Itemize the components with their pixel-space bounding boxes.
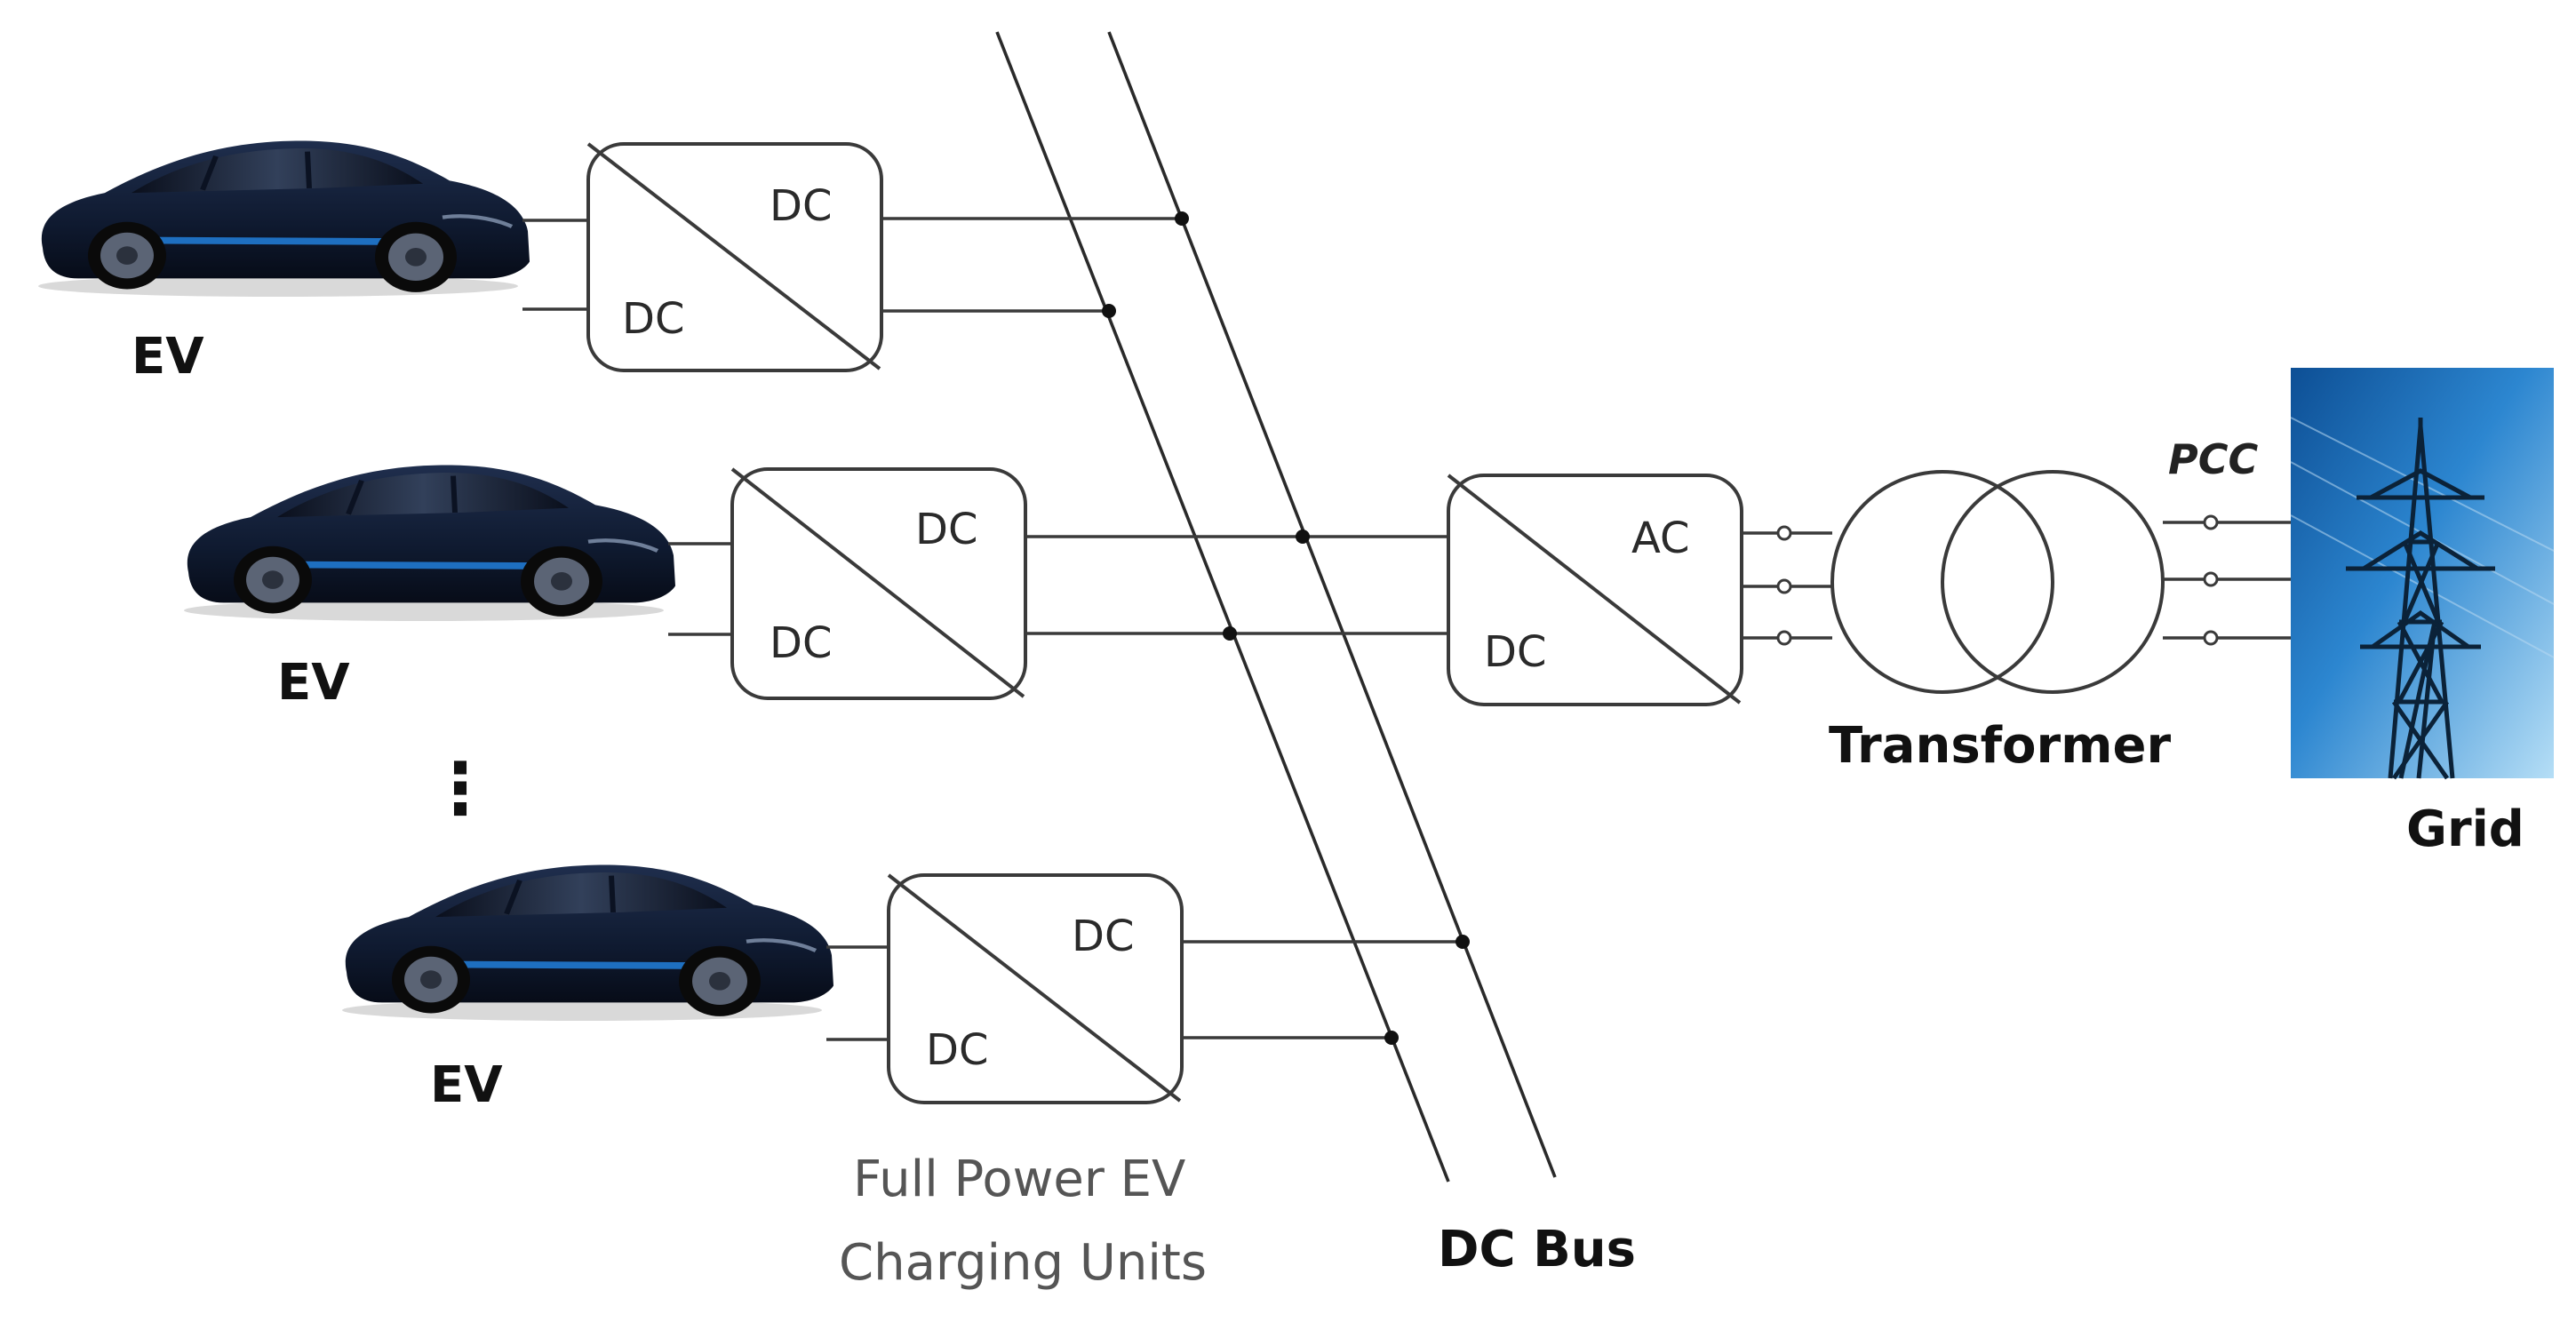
ev-label-3: EV: [430, 1056, 503, 1114]
ev-label-1: EV: [132, 328, 204, 386]
terminal-port: [1776, 630, 1792, 646]
terminal-port: [2203, 571, 2219, 587]
converter-2-dc-bottom: DC: [770, 618, 832, 668]
ev-label-2: EV: [277, 654, 350, 712]
converter-2-dc-top: DC: [915, 505, 977, 554]
dc-ac-inverter: [1447, 474, 1743, 706]
ev-car-1: [38, 140, 530, 297]
junction-dot: [1223, 626, 1237, 641]
terminal-port: [1776, 525, 1792, 541]
pcc-label: PCC: [2168, 435, 2258, 483]
transformer-label: Transformer: [1829, 717, 2171, 775]
dc-dc-converter-3: [887, 873, 1184, 1104]
junction-dot: [1175, 211, 1189, 226]
inverter-ac-label: AC: [1631, 514, 1690, 563]
ev-car-2: [184, 465, 675, 621]
charging-units-caption-line1: Full Power EV: [853, 1151, 1185, 1208]
dc-dc-converter-2: [730, 467, 1027, 700]
terminal-port: [2203, 630, 2219, 646]
grid-tower-image: [2290, 368, 2555, 780]
junction-dot: [1384, 1031, 1399, 1045]
dc-bus-line-left: [995, 31, 1450, 1183]
transformer-symbol: [1830, 470, 2165, 694]
charging-units-caption-line2: Charging Units: [839, 1234, 1207, 1292]
grid-label: Grid: [2406, 800, 2524, 858]
ev-car-3: [342, 864, 833, 1021]
terminal-port: [2203, 514, 2219, 530]
dc-dc-converter-1: [586, 142, 883, 372]
junction-dot: [1455, 935, 1470, 949]
dc-bus-label: DC Bus: [1438, 1221, 1636, 1278]
converter-1-dc-bottom: DC: [622, 294, 684, 344]
terminal-port: [1776, 578, 1792, 594]
converter-1-dc-top: DC: [770, 181, 832, 231]
converter-3-dc-top: DC: [1072, 912, 1134, 961]
junction-dot: [1296, 530, 1310, 544]
more-evs-ellipsis: ⋮: [425, 747, 496, 830]
inverter-dc-label: DC: [1484, 627, 1546, 677]
junction-dot: [1102, 304, 1116, 318]
converter-3-dc-bottom: DC: [926, 1025, 988, 1075]
